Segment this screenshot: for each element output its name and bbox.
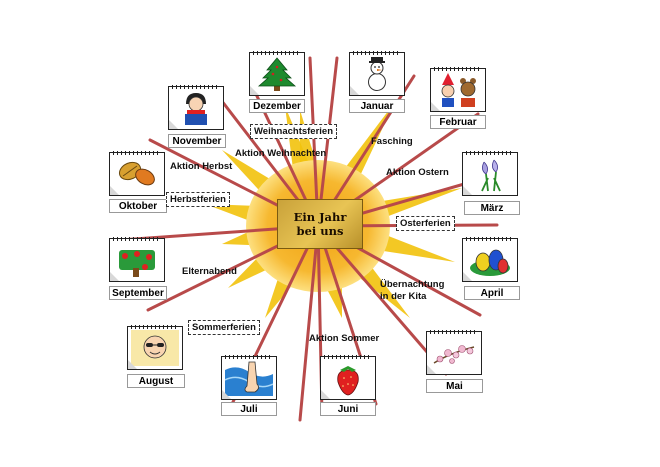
diagram-title-box: Ein Jahr bei uns xyxy=(277,199,363,249)
month-label-mai: Mai xyxy=(426,379,483,393)
christmas-tree-icon xyxy=(257,57,297,91)
sun-with-sunglasses-icon xyxy=(131,330,179,366)
month-label-januar: Januar xyxy=(349,99,405,113)
event-aktion-sommer: Aktion Sommer xyxy=(309,333,380,344)
event-aktion-ostern: Aktion Ostern xyxy=(386,167,449,178)
autumn-leaves-icon xyxy=(118,161,155,186)
month-card-mai xyxy=(426,330,482,375)
event-aktion-herbst: Aktion Herbst xyxy=(170,161,233,172)
blossom-branch-icon xyxy=(433,345,475,364)
month-label-juli: Juli xyxy=(221,402,277,416)
sun-ray xyxy=(316,224,448,376)
event-osterferien: Osterferien xyxy=(396,216,455,231)
month-label-dezember: Dezember xyxy=(249,99,305,113)
month-card-oktober xyxy=(109,151,165,196)
month-label-november: November xyxy=(168,134,226,148)
event-fasching: Fasching xyxy=(371,136,413,147)
sun-arrow xyxy=(342,102,395,182)
foot-in-water-icon xyxy=(225,361,273,396)
event-uebernachtung: Übernachtung xyxy=(380,279,445,290)
child-with-scarf-icon xyxy=(185,93,207,125)
event-in-der-kita: in der Kita xyxy=(380,291,427,302)
month-card-januar xyxy=(349,51,405,96)
month-card-april xyxy=(462,237,518,282)
sun-ray xyxy=(308,56,320,228)
sun-arrow xyxy=(354,260,410,318)
sun-ray xyxy=(298,224,320,422)
month-label-oktober: Oktober xyxy=(109,199,167,213)
month-label-maerz: März xyxy=(464,201,520,215)
month-card-august xyxy=(127,325,183,370)
snowman-icon xyxy=(368,57,386,91)
month-card-juli xyxy=(221,355,277,400)
carnival-costumes-icon xyxy=(441,73,476,107)
month-label-august: August xyxy=(127,374,185,388)
apple-tree-icon xyxy=(119,250,155,277)
event-herbstferien: Herbstferien xyxy=(166,192,230,207)
event-sommerferien: Sommerferien xyxy=(188,320,260,335)
month-card-september xyxy=(109,237,165,282)
easter-eggs-icon xyxy=(470,249,510,276)
strawberry-icon xyxy=(337,366,359,396)
month-card-februar xyxy=(430,67,486,112)
event-aktion-weihnachten: Aktion Weihnachten xyxy=(235,148,327,159)
diagram-title: Ein Jahr bei uns xyxy=(293,210,347,238)
month-label-april: April xyxy=(464,286,520,300)
month-label-juni: Juni xyxy=(320,402,376,416)
month-card-juni xyxy=(320,355,376,400)
crocus-flower-icon xyxy=(481,159,501,192)
sun-arrow xyxy=(373,188,462,220)
sun-ray xyxy=(316,56,339,228)
month-card-maerz xyxy=(462,151,518,196)
month-label-februar: Februar xyxy=(430,115,486,129)
month-card-dezember xyxy=(249,51,305,96)
event-elternabend: Elternabend xyxy=(182,266,237,277)
sun-arrow xyxy=(373,232,455,262)
event-weihnachtsferien: Weihnachtsferien xyxy=(250,124,338,139)
month-label-september: September xyxy=(109,286,167,300)
month-card-november xyxy=(168,85,224,130)
